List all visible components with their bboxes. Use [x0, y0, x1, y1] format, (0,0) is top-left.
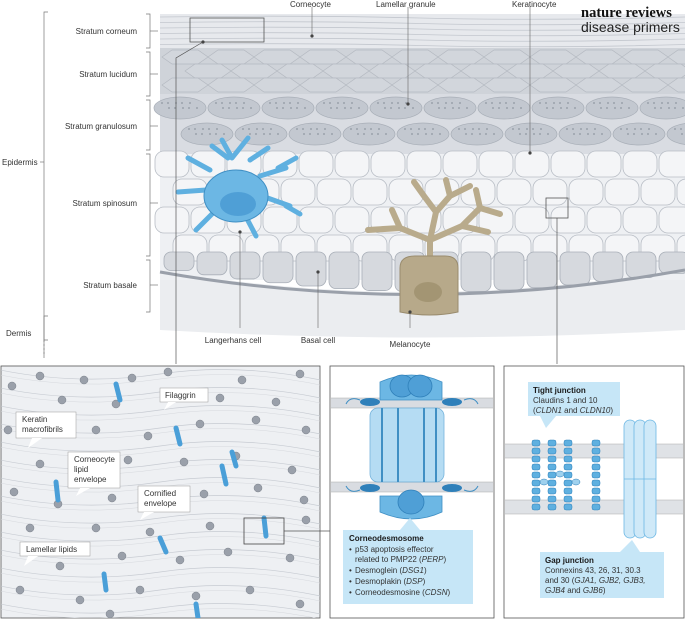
- lamellar-lipids-callout: Lamellar lipids: [19, 541, 91, 566]
- basal-cell-label: Basal cell: [301, 336, 335, 345]
- lamellar-granule-label: Lamellar granule: [376, 0, 436, 9]
- brand-line1: nature reviews: [581, 5, 672, 21]
- tight-junction-proteins: [531, 439, 601, 511]
- svg-text:•: •: [349, 577, 352, 586]
- svg-text:lipid: lipid: [74, 465, 88, 474]
- svg-text:Desmoplakin (DSP): Desmoplakin (DSP): [355, 577, 426, 586]
- svg-text:•: •: [349, 545, 352, 554]
- gap-junction-title: Gap junction: [545, 556, 594, 565]
- corneodesmosome-panel: Corneodesmosome • p53 apoptosis effector…: [329, 365, 495, 619]
- svg-text:•: •: [349, 566, 352, 575]
- layer-lucidum: Stratum lucidum: [79, 70, 137, 79]
- corneum-zoom-box: [189, 17, 265, 43]
- svg-text:Cornified: Cornified: [144, 489, 176, 498]
- svg-text:•: •: [349, 588, 352, 597]
- epidermis-label: Epidermis: [2, 158, 38, 167]
- melanocyte: [365, 177, 503, 316]
- svg-text:Desmoglein (DSG1): Desmoglein (DSG1): [355, 566, 427, 575]
- gap-junction-channel: [623, 419, 657, 539]
- corneodesmosome-title: Corneodesmosome: [349, 534, 424, 543]
- layer-labels: Epidermis Stratum corneum Stratum lucidu…: [2, 11, 158, 358]
- svg-text:Connexins 43, 26, 31, 30.3: Connexins 43, 26, 31, 30.3: [545, 566, 641, 575]
- svg-text:Claudins 1 and 10: Claudins 1 and 10: [533, 396, 598, 405]
- svg-text:Lamellar lipids: Lamellar lipids: [26, 545, 77, 554]
- filaggrin-callout: Filaggrin: [159, 387, 209, 410]
- layer-corneum: Stratum corneum: [76, 27, 138, 36]
- svg-text:and 30 (GJA1, GJB2, GJB3,: and 30 (GJA1, GJB2, GJB3,: [545, 576, 646, 585]
- svg-text:Corneodesmosine (CDSN): Corneodesmosine (CDSN): [355, 588, 450, 597]
- svg-text:p53 apoptosis effector: p53 apoptosis effector: [355, 545, 434, 554]
- corneum-detail-panel: Filaggrin Keratin macrofibrils Corneocyt…: [0, 365, 330, 619]
- brand-line2: disease primers: [581, 19, 680, 35]
- epidermis-illustration: [153, 7, 685, 364]
- svg-text:Corneocyte: Corneocyte: [74, 455, 115, 464]
- cornified-callout: Cornified envelope: [137, 485, 191, 520]
- dermis-label: Dermis: [6, 329, 31, 338]
- lucidum-cells: [161, 49, 685, 93]
- lipid-envelope-callout: Corneocyte lipid envelope: [67, 451, 121, 496]
- layer-spinosum: Stratum spinosum: [73, 199, 138, 208]
- svg-text:envelope: envelope: [74, 475, 107, 484]
- keratinocyte-label: Keratinocyte: [512, 0, 557, 9]
- svg-text:envelope: envelope: [144, 499, 177, 508]
- svg-text:macrofibrils: macrofibrils: [22, 425, 63, 434]
- junctions-panel: Tight junction Claudins 1 and 10 (CLDN1 …: [503, 365, 685, 619]
- layer-basale: Stratum basale: [83, 281, 137, 290]
- keratin-callout: Keratin macrofibrils: [15, 411, 77, 448]
- svg-text:(CLDN1 and CLDN10): (CLDN1 and CLDN10): [533, 406, 613, 415]
- corneocyte-label: Corneocyte: [290, 0, 331, 9]
- tight-junction-title: Tight junction: [533, 386, 586, 395]
- corneum-sheets: [159, 15, 685, 48]
- layer-granulosum: Stratum granulosum: [65, 122, 137, 131]
- langerhans-cell: [175, 135, 303, 239]
- langerhans-label: Langerhans cell: [205, 336, 262, 345]
- svg-text:Filaggrin: Filaggrin: [165, 391, 196, 400]
- svg-text:related to PMP22 (PERP): related to PMP22 (PERP): [355, 555, 447, 564]
- melanocyte-label: Melanocyte: [390, 340, 431, 349]
- svg-text:Keratin: Keratin: [22, 415, 47, 424]
- svg-text:GJB4 and GJB6): GJB4 and GJB6): [545, 586, 606, 595]
